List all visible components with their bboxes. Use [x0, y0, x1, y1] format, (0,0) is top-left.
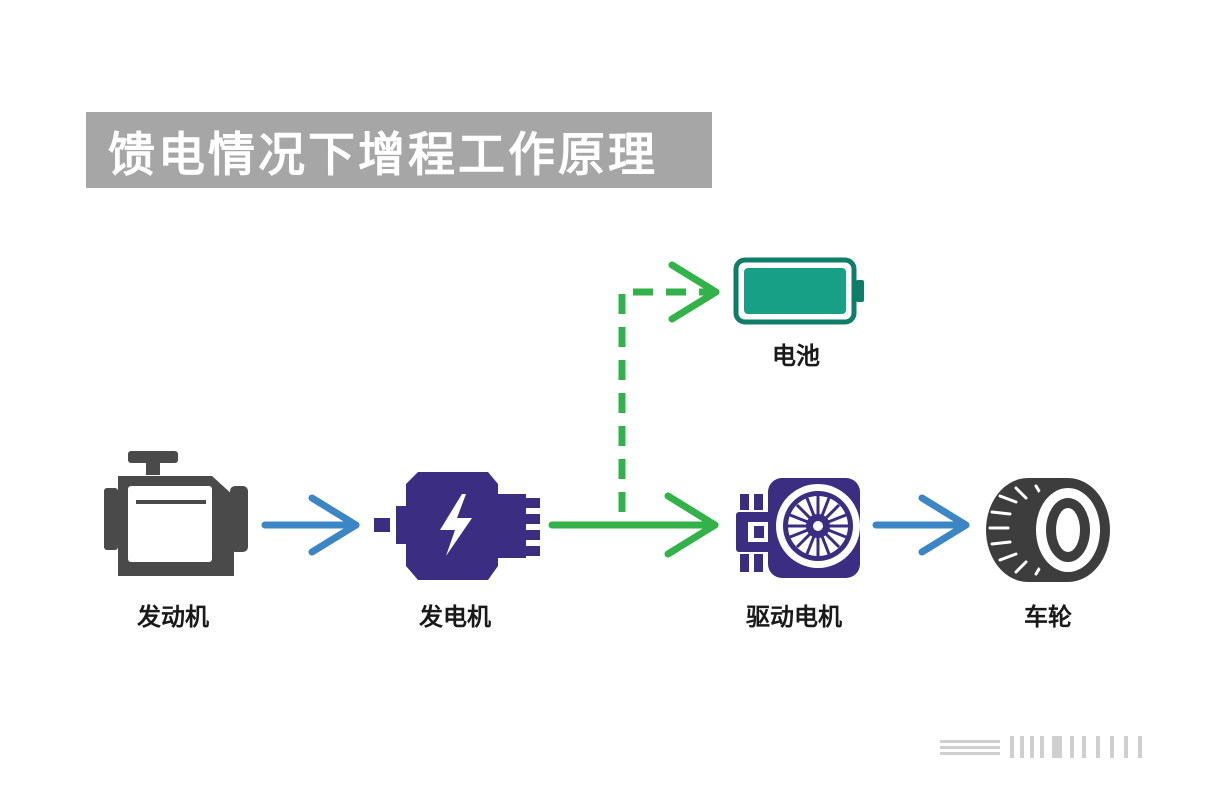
engine-icon	[104, 451, 248, 576]
tire-icon	[986, 478, 1110, 582]
title-banner: 馈电情况下增程工作原理	[86, 112, 712, 188]
battery-label: 电池	[772, 342, 820, 370]
wheel-label: 车轮	[1024, 603, 1072, 631]
flow-drive-motor-to-wheel	[872, 494, 970, 556]
flow-generator-to-battery	[618, 261, 720, 512]
generator-icon	[374, 472, 540, 580]
generator-label: 发电机	[419, 603, 491, 631]
flow-generator-to-drive-motor	[548, 492, 719, 558]
diagram-title: 馈电情况下增程工作原理	[108, 127, 658, 183]
flow-engine-to-generator	[261, 494, 360, 556]
watermark-logo	[940, 736, 1142, 758]
battery-icon	[733, 257, 864, 325]
drive-motor-label: 驱动电机	[746, 603, 842, 631]
engine-label: 发动机	[137, 603, 209, 631]
drive-motor-icon	[736, 478, 860, 578]
